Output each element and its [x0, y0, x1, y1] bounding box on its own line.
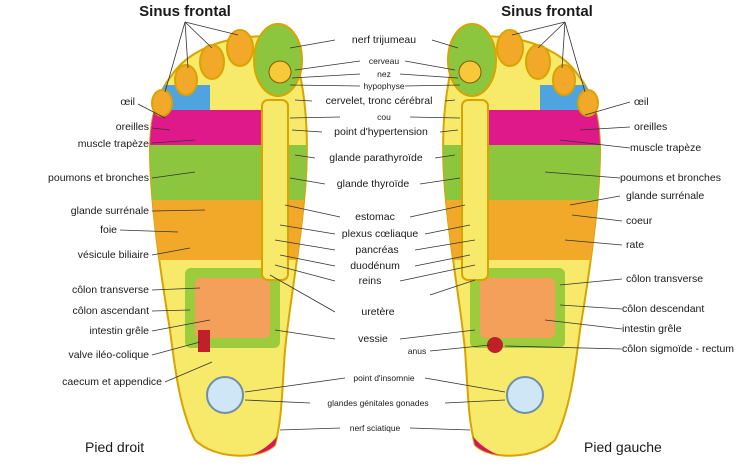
left-toe-4	[552, 64, 576, 96]
left-brain-icon	[458, 60, 482, 84]
label-neck: cou	[377, 112, 391, 122]
label-pituitary: hypophyse	[363, 81, 405, 91]
label-parathyroid: glande parathyroïde	[329, 152, 423, 164]
label-right-foot-ears: oreilles	[115, 121, 149, 133]
label-kidneys: reins	[358, 275, 382, 287]
label-left-foot-eye: œil	[634, 96, 649, 108]
foot-title-left: Pied gauche	[584, 439, 662, 455]
label-nose: nez	[377, 69, 391, 79]
left-toe-5	[577, 89, 599, 117]
label-left-foot-small-intestine: intestin grêle	[622, 323, 682, 335]
label-brain: cerveau	[368, 56, 400, 66]
label-right-foot-trapezius: muscle trapèze	[77, 138, 149, 150]
right-brain-icon	[268, 60, 292, 84]
label-right-foot-transverse-colon: côlon transverse	[71, 284, 149, 296]
label-sciatic-nerve: nerf sciatique	[349, 423, 401, 433]
sinus-frontal-title-left-foot: Sinus frontal	[501, 3, 593, 20]
label-bladder: vessie	[358, 333, 388, 345]
label-right-foot-eye: œil	[120, 96, 135, 108]
label-left-foot-adrenal: glande surrénale	[626, 190, 705, 202]
label-cecum-appendix: caecum et appendice	[62, 376, 162, 388]
label-pancreas: pancréas	[355, 244, 399, 256]
label-duodenum: duodénum	[350, 260, 400, 272]
label-ureter: uretère	[361, 306, 395, 318]
label-liver: foie	[100, 224, 117, 236]
left-toe-2	[496, 29, 524, 67]
label-left-foot-lungs: poumons et bronches	[620, 172, 721, 184]
label-right-foot-adrenal: glande surrénale	[70, 205, 149, 217]
label-right-foot-lungs: poumons et bronches	[48, 172, 149, 184]
label-left-foot-ears: oreilles	[634, 121, 668, 133]
label-spleen: rate	[626, 239, 645, 251]
label-sigmoid-colon-rectum: côlon sigmoïde - rectum	[622, 343, 735, 355]
left-rectum-icon	[487, 337, 503, 353]
label-thyroid: glande thyroïde	[336, 178, 410, 190]
right-toe-5	[151, 89, 173, 117]
label-stomach: estomac	[355, 211, 395, 223]
label-ascending-colon: côlon ascendant	[72, 305, 149, 317]
sinus-frontal-title-right-foot: Sinus frontal	[139, 3, 231, 20]
leader-lines	[119, 21, 631, 431]
label-hypertension-point: point d'hypertension	[334, 126, 428, 138]
label-descending-colon: côlon descendant	[622, 303, 705, 315]
label-gallbladder: vésicule biliaire	[77, 249, 149, 261]
label-ileocecal-valve: valve iléo-colique	[68, 349, 149, 361]
left-foot	[442, 23, 602, 457]
label-celiac-plexus: plexus cœliaque	[341, 228, 419, 240]
right-intestine-zone	[195, 278, 270, 338]
right-toe-4	[174, 64, 198, 96]
left-toe-3	[525, 44, 551, 80]
label-anus: anus	[407, 346, 427, 356]
label-heart: coeur	[626, 215, 653, 227]
right-toe-2	[226, 29, 254, 67]
left-spine-band	[461, 99, 489, 281]
foot-title-right: Pied droit	[85, 439, 145, 455]
label-trigeminal-nerve: nerf trijumeau	[351, 34, 417, 46]
label-gonads: glandes génitales gonades	[327, 398, 429, 408]
right-foot	[148, 23, 308, 457]
right-valve-icon	[198, 330, 210, 352]
left-big-toe	[447, 23, 497, 97]
left-intestine-zone	[480, 278, 555, 338]
label-right-foot-small-intestine: intestin grêle	[89, 325, 149, 337]
label-left-foot-trapezius: muscle trapèze	[630, 142, 702, 154]
right-point-insomnia-icon	[206, 376, 244, 414]
left-point-insomnia-icon	[506, 376, 544, 414]
label-insomnia-point: point d'insomnie	[353, 373, 415, 383]
label-left-foot-transverse-colon: côlon transverse	[626, 273, 704, 285]
right-big-toe	[253, 23, 303, 97]
right-spine-band	[261, 99, 289, 281]
right-toe-3	[199, 44, 225, 80]
label-cerebellum-brainstem: cervelet, tronc cérébral	[325, 95, 433, 107]
